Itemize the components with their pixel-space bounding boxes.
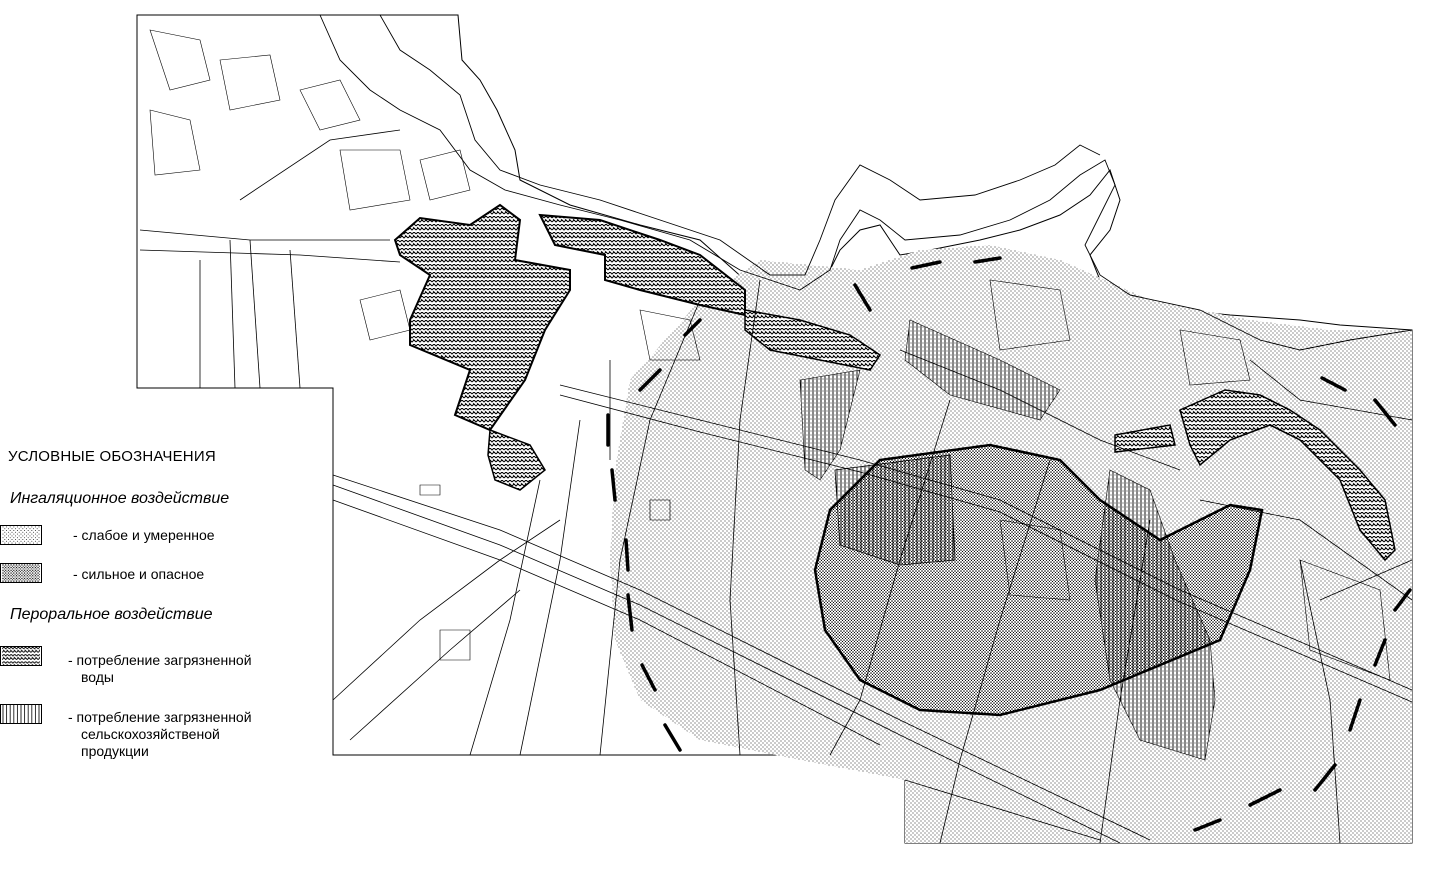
zone-water-6 bbox=[1114, 424, 1176, 453]
legend-heading-oral: Пероральное воздействие bbox=[10, 606, 213, 623]
zone-agri-2 bbox=[1094, 469, 1216, 761]
river-lines bbox=[319, 14, 1413, 351]
zone-water-4 bbox=[487, 428, 546, 491]
road-network bbox=[139, 129, 1413, 844]
legend-item-water: - потребление загрязненной воды bbox=[68, 652, 252, 686]
legend-item-strong: - сильное и опасное bbox=[73, 566, 205, 582]
zone-agri-4 bbox=[799, 369, 861, 481]
swatch-zigzag bbox=[0, 646, 42, 666]
legend-item-agri-line2: сельскохозяйственой bbox=[81, 726, 220, 742]
swatch-dots-light bbox=[0, 525, 42, 545]
legend-item-agri-line3: продукции bbox=[81, 743, 149, 759]
legend-item-weak: - слабое и умеренное bbox=[73, 527, 215, 543]
legend-heading-inhalation: Ингаляционное воздействие bbox=[10, 490, 230, 507]
field-parcels bbox=[149, 29, 1391, 681]
legend-item-agri: - потребление загрязненной сельскохозяйс… bbox=[68, 709, 252, 760]
swatch-dots-dense bbox=[0, 563, 42, 583]
boundary-dashes bbox=[606, 256, 1412, 832]
zone-water-5 bbox=[1179, 389, 1396, 562]
legend-item-water-line2: воды bbox=[81, 669, 114, 685]
swatch-vertical-lines bbox=[0, 704, 42, 724]
zone-agri-1 bbox=[834, 454, 956, 566]
legend-item-agri-line1: - потребление загрязненной bbox=[68, 709, 252, 725]
zone-water-1 bbox=[393, 203, 571, 432]
legend-item-water-line1: - потребление загрязненной bbox=[68, 652, 252, 668]
legend-title: УСЛОВНЫЕ ОБОЗНАЧЕНИЯ bbox=[8, 448, 216, 465]
zone-water-3 bbox=[744, 309, 882, 371]
zone-agri-3 bbox=[904, 319, 1061, 421]
zone-water-2 bbox=[538, 213, 746, 317]
